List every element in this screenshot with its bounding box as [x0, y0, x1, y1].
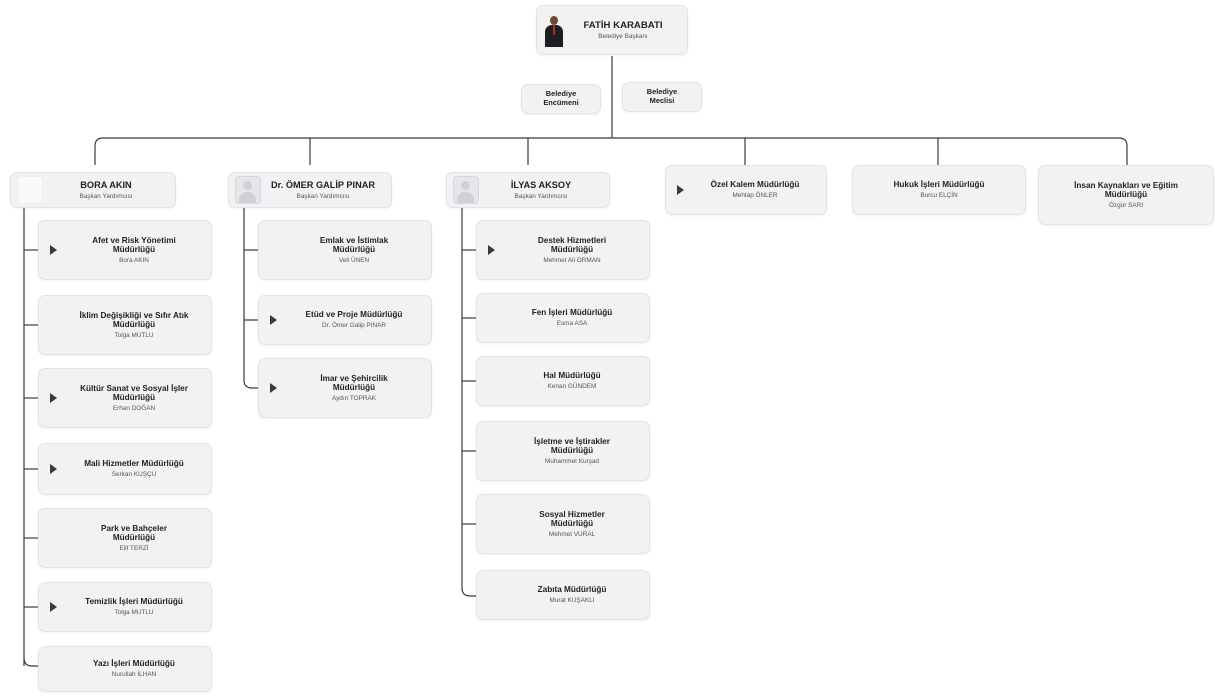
- unit-manager: Kenan GÜNDEM: [547, 382, 597, 390]
- unit-manager: Mehmet Ali ORMAN: [543, 256, 601, 264]
- unit-manager: Serkan KUŞÇU: [111, 470, 157, 478]
- avatar-icon: [235, 176, 261, 204]
- council-meclis-line1: Belediye: [646, 87, 678, 97]
- unit-card[interactable]: Afet ve Risk Yönetimi Müdürlüğü Bora AKI…: [38, 220, 212, 280]
- unit-manager: Burcu ELÇİN: [920, 191, 958, 199]
- unit-manager: Elif TERZİ: [119, 544, 149, 552]
- mayor-card[interactable]: FATİH KARABATI Belediye Başkanı: [536, 5, 688, 55]
- unit-title: Park ve Bahçeler Müdürlüğü: [101, 523, 167, 543]
- council-meclis-line2: Meclisi: [649, 96, 675, 105]
- unit-card[interactable]: İşletme ve İştirakler Müdürlüğü Muhammet…: [476, 421, 650, 481]
- deputy-name: BORA AKIN: [80, 179, 132, 190]
- expand-arrow-icon[interactable]: [270, 383, 277, 393]
- avatar-icon: [17, 176, 43, 204]
- deputy-card[interactable]: Dr. ÖMER GALİP PINAR Başkan Yardımcısı: [228, 172, 392, 208]
- unit-title: Zabıta Müdürlüğü: [537, 585, 607, 595]
- unit-card[interactable]: Etüd ve Proje Müdürlüğü Dr. Ömer Galip P…: [258, 295, 432, 345]
- council-encumen[interactable]: Belediye Encümeni: [521, 84, 601, 114]
- mayor-role: Belediye Başkanı: [598, 32, 648, 40]
- unit-manager: Muhammet Kurşad: [545, 457, 599, 465]
- unit-title: Yazı İşleri Müdürlüğü: [93, 659, 175, 669]
- unit-manager: Aydın TOPRAK: [331, 394, 377, 402]
- unit-card[interactable]: Hal Müdürlüğü Kenan GÜNDEM: [476, 356, 650, 406]
- deputy-name: Dr. ÖMER GALİP PINAR: [271, 179, 375, 190]
- deputy-card[interactable]: İLYAS AKSOY Başkan Yardımcısı: [446, 172, 610, 208]
- unit-manager: Dr. Ömer Galip PINAR: [322, 321, 386, 329]
- unit-card[interactable]: Destek Hizmetleri Müdürlüğü Mehmet Ali O…: [476, 220, 650, 280]
- unit-card[interactable]: Zabıta Müdürlüğü Murat KUŞAKLI: [476, 570, 650, 620]
- council-encumen-line1: Belediye: [545, 89, 577, 99]
- unit-manager: Tolga MUTLU: [114, 331, 154, 339]
- unit-title: Hal Müdürlüğü: [543, 371, 601, 381]
- unit-title: İnsan Kaynakları ve Eğitim Müdürlüğü: [1074, 180, 1178, 200]
- expand-arrow-icon[interactable]: [677, 185, 684, 195]
- deputy-role: Başkan Yardımcısı: [296, 192, 350, 200]
- unit-card[interactable]: Fen İşleri Müdürlüğü Esma ASA: [476, 293, 650, 343]
- expand-arrow-icon[interactable]: [488, 245, 495, 255]
- unit-manager: Mehmet VURAL: [548, 530, 596, 538]
- deputy-name: İLYAS AKSOY: [510, 179, 572, 190]
- unit-card[interactable]: Hukuk İşleri Müdürlüğü Burcu ELÇİN: [852, 165, 1026, 215]
- unit-title: Hukuk İşleri Müdürlüğü: [893, 180, 985, 190]
- unit-title: Özel Kalem Müdürlüğü: [710, 180, 800, 190]
- expand-arrow-icon[interactable]: [270, 315, 277, 325]
- unit-title: Kültür Sanat ve Sosyal İşler Müdürlüğü: [80, 383, 188, 403]
- unit-title: Emlak ve İstimlak Müdürlüğü: [319, 235, 389, 255]
- deputy-role: Başkan Yardımcısı: [514, 192, 568, 200]
- mayor-name: FATİH KARABATI: [583, 19, 663, 31]
- unit-card[interactable]: Temizlik İşleri Müdürlüğü Tolga MUTLU: [38, 582, 212, 632]
- unit-title: Sosyal Hizmetler Müdürlüğü: [539, 509, 605, 529]
- unit-card[interactable]: Yazı İşleri Müdürlüğü Nurullah İLHAN: [38, 646, 212, 692]
- council-encumen-line2: Encümeni: [543, 98, 579, 107]
- unit-card[interactable]: Mali Hizmetler Müdürlüğü Serkan KUŞÇU: [38, 443, 212, 495]
- unit-manager: Özgür SARI: [1108, 201, 1144, 209]
- unit-title: İmar ve Şehircilik Müdürlüğü: [320, 373, 388, 393]
- unit-title: Afet ve Risk Yönetimi Müdürlüğü: [92, 235, 176, 255]
- unit-card[interactable]: Park ve Bahçeler Müdürlüğü Elif TERZİ: [38, 508, 212, 568]
- unit-title: Fen İşleri Müdürlüğü: [531, 308, 613, 318]
- unit-card[interactable]: Kültür Sanat ve Sosyal İşler Müdürlüğü E…: [38, 368, 212, 428]
- unit-manager: Mehtap ÖNLER: [732, 191, 778, 199]
- deputy-card[interactable]: BORA AKIN Başkan Yardımcısı: [10, 172, 176, 208]
- avatar-icon: [453, 176, 479, 204]
- unit-manager: Nurullah İLHAN: [111, 670, 157, 678]
- expand-arrow-icon[interactable]: [50, 464, 57, 474]
- expand-arrow-icon[interactable]: [50, 393, 57, 403]
- expand-arrow-icon[interactable]: [50, 245, 57, 255]
- unit-card[interactable]: İklim Değişikliği ve Sıfır Atık Müdürlüğ…: [38, 295, 212, 355]
- unit-manager: Esma ASA: [556, 319, 588, 327]
- unit-manager: Murat KUŞAKLI: [549, 596, 595, 604]
- unit-title: İşletme ve İştirakler Müdürlüğü: [533, 436, 610, 456]
- unit-manager: Tolga MUTLU: [114, 608, 154, 616]
- unit-title: Destek Hizmetleri Müdürlüğü: [537, 235, 607, 255]
- unit-manager: Veli ÜNEN: [338, 256, 370, 264]
- unit-manager: Bora AKIN: [119, 256, 149, 264]
- council-meclis[interactable]: Belediye Meclisi: [622, 82, 702, 112]
- unit-card[interactable]: Özel Kalem Müdürlüğü Mehtap ÖNLER: [665, 165, 827, 215]
- unit-title: Temizlik İşleri Müdürlüğü: [85, 597, 183, 607]
- unit-manager: Erhan DOĞAN: [112, 404, 156, 412]
- unit-title: İklim Değişikliği ve Sıfır Atık Müdürlüğ…: [79, 310, 189, 330]
- unit-card[interactable]: İnsan Kaynakları ve Eğitim Müdürlüğü Özg…: [1038, 165, 1214, 225]
- person-photo-icon: [543, 13, 565, 47]
- deputy-role: Başkan Yardımcısı: [79, 192, 133, 200]
- unit-card[interactable]: Sosyal Hizmetler Müdürlüğü Mehmet VURAL: [476, 494, 650, 554]
- expand-arrow-icon[interactable]: [50, 602, 57, 612]
- unit-title: Mali Hizmetler Müdürlüğü: [84, 459, 184, 469]
- unit-card[interactable]: İmar ve Şehircilik Müdürlüğü Aydın TOPRA…: [258, 358, 432, 418]
- unit-card[interactable]: Emlak ve İstimlak Müdürlüğü Veli ÜNEN: [258, 220, 432, 280]
- unit-title: Etüd ve Proje Müdürlüğü: [305, 310, 403, 320]
